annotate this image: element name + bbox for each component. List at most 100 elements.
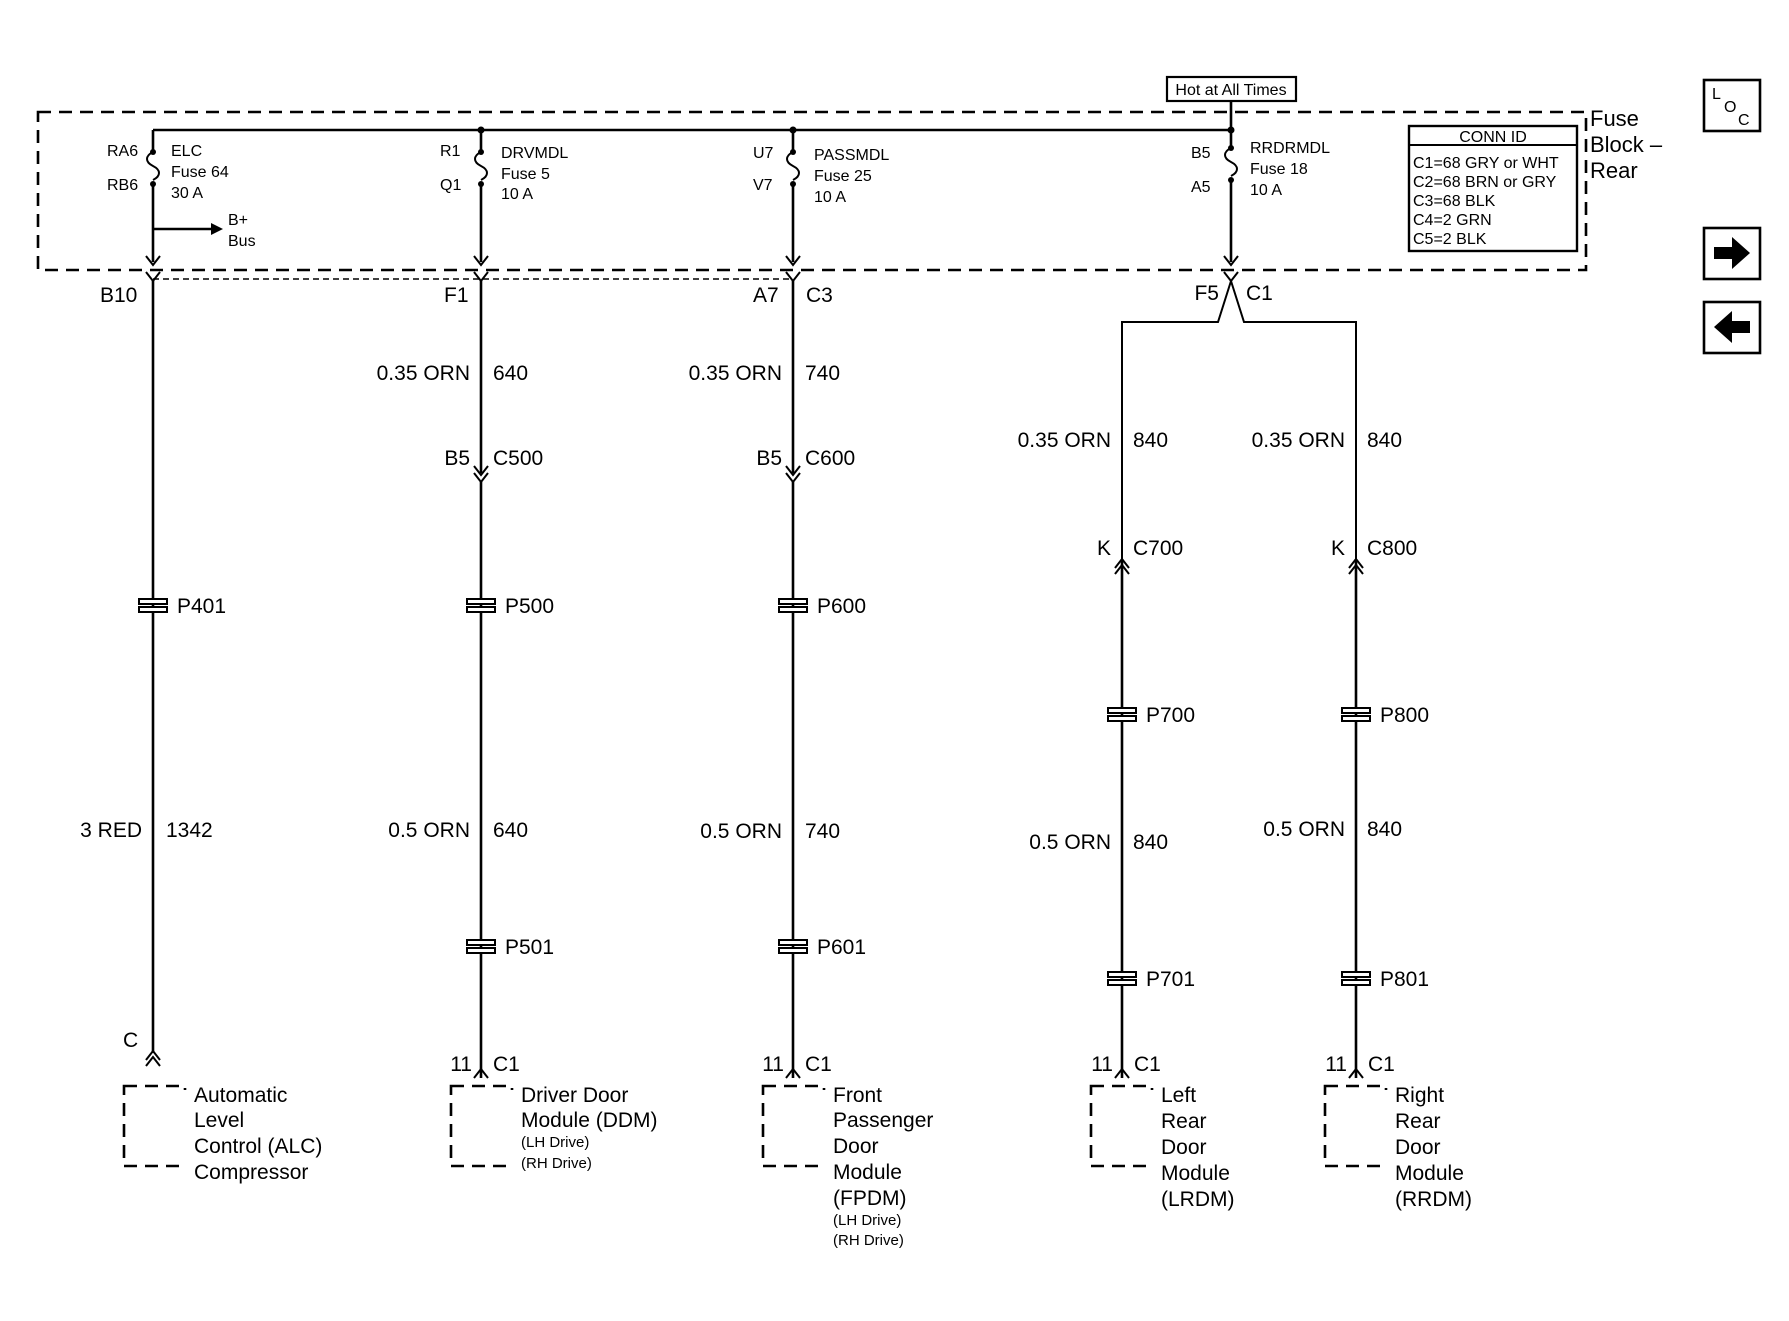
wire-column-ddm: F1 0.35 ORN 640 B5 C500 P500 0.5 ORN 640… bbox=[377, 271, 554, 1079]
svg-text:Automatic: Automatic bbox=[194, 1084, 287, 1107]
svg-text:P800: P800 bbox=[1380, 704, 1429, 727]
svg-text:640: 640 bbox=[493, 362, 528, 385]
svg-text:10 A: 10 A bbox=[501, 186, 533, 203]
svg-text:0.5 ORN: 0.5 ORN bbox=[388, 819, 470, 842]
svg-text:C1: C1 bbox=[493, 1053, 520, 1076]
svg-text:C700: C700 bbox=[1133, 537, 1183, 560]
svg-text:Module: Module bbox=[833, 1161, 902, 1184]
svg-text:F5: F5 bbox=[1194, 282, 1219, 305]
conn-id-row: C4=2 GRN bbox=[1413, 212, 1492, 229]
svg-text:P500: P500 bbox=[505, 595, 554, 618]
svg-text:10 A: 10 A bbox=[814, 189, 846, 206]
svg-text:P600: P600 bbox=[817, 595, 866, 618]
svg-text:DRVMDL: DRVMDL bbox=[501, 145, 568, 162]
svg-text:P701: P701 bbox=[1146, 968, 1195, 991]
svg-text:R1: R1 bbox=[440, 143, 461, 160]
svg-text:740: 740 bbox=[805, 362, 840, 385]
svg-text:Q1: Q1 bbox=[440, 177, 461, 194]
svg-text:(LH Drive): (LH Drive) bbox=[521, 1134, 589, 1151]
conn-id-row: C2=68 BRN or GRY bbox=[1413, 174, 1557, 191]
component-alc: Automatic Level Control (ALC) Compressor bbox=[122, 1084, 322, 1184]
svg-text:C1: C1 bbox=[1368, 1053, 1395, 1076]
svg-text:P700: P700 bbox=[1146, 704, 1195, 727]
conn-id-table: CONN ID C1=68 GRY or WHT C2=68 BRN or GR… bbox=[1407, 124, 1579, 253]
wire-column-lrdm: 0.35 ORN 840 K C700 P700 0.5 ORN 840 P70… bbox=[1018, 429, 1195, 1079]
loc-letter-c: C bbox=[1738, 112, 1750, 129]
svg-text:(RRDM): (RRDM) bbox=[1395, 1188, 1472, 1211]
svg-text:P401: P401 bbox=[177, 595, 226, 618]
component-ddm: Driver Door Module (DDM) (LH Drive) (RH … bbox=[449, 1084, 658, 1172]
svg-text:Level: Level bbox=[194, 1109, 244, 1132]
svg-text:C500: C500 bbox=[493, 447, 543, 470]
svg-text:P501: P501 bbox=[505, 936, 554, 959]
next-page-button[interactable] bbox=[1702, 226, 1762, 281]
conn-id-row: C5=2 BLK bbox=[1413, 231, 1487, 248]
wire-column-alc: B10 P401 3 RED 1342 C bbox=[80, 271, 226, 1067]
fuse-drvmdl: R1 Q1 DRVMDL Fuse 5 10 A bbox=[440, 130, 568, 267]
svg-text:Fuse 64: Fuse 64 bbox=[171, 164, 229, 181]
svg-text:Module (DDM): Module (DDM) bbox=[521, 1109, 658, 1132]
svg-text:Fuse 5: Fuse 5 bbox=[501, 166, 550, 183]
fuse-block-title-3: Rear bbox=[1590, 158, 1638, 183]
svg-text:(LH Drive): (LH Drive) bbox=[833, 1212, 901, 1229]
svg-text:B5: B5 bbox=[444, 447, 470, 470]
conn-id-title: CONN ID bbox=[1459, 129, 1527, 146]
svg-text:V7: V7 bbox=[753, 177, 773, 194]
svg-text:(RH Drive): (RH Drive) bbox=[833, 1232, 904, 1249]
svg-text:F1: F1 bbox=[444, 284, 469, 307]
svg-text:0.5 ORN: 0.5 ORN bbox=[1263, 818, 1345, 841]
svg-text:(LRDM): (LRDM) bbox=[1161, 1188, 1235, 1211]
svg-text:Door: Door bbox=[1161, 1136, 1207, 1159]
svg-text:Bus: Bus bbox=[228, 233, 256, 250]
fuse-rrdrmdl: B5 A5 RRDRMDL Fuse 18 10 A bbox=[1191, 130, 1330, 267]
svg-text:C600: C600 bbox=[805, 447, 855, 470]
svg-text:11: 11 bbox=[450, 1053, 472, 1076]
hot-label: Hot at All Times bbox=[1175, 82, 1286, 99]
svg-text:Driver Door: Driver Door bbox=[521, 1084, 628, 1107]
svg-text:Passenger: Passenger bbox=[833, 1109, 933, 1132]
svg-text:(FPDM): (FPDM) bbox=[833, 1187, 906, 1210]
svg-text:1342: 1342 bbox=[166, 819, 213, 842]
wire-column-fpdm: A7 C3 0.35 ORN 740 B5 C600 P600 0.5 ORN … bbox=[689, 271, 866, 1079]
svg-text:11: 11 bbox=[762, 1053, 784, 1076]
svg-text:Fuse 25: Fuse 25 bbox=[814, 168, 872, 185]
svg-text:K: K bbox=[1097, 537, 1111, 560]
svg-text:3 RED: 3 RED bbox=[80, 819, 142, 842]
svg-text:B5: B5 bbox=[1191, 145, 1211, 162]
svg-text:C1: C1 bbox=[1246, 282, 1273, 305]
b-plus-bus: B+ Bus bbox=[153, 212, 256, 250]
previous-page-button[interactable] bbox=[1702, 300, 1762, 355]
component-fpdm: Front Passenger Door Module (FPDM) (LH D… bbox=[761, 1084, 933, 1249]
svg-text:B10: B10 bbox=[100, 284, 137, 307]
arrow-right-icon bbox=[1714, 237, 1750, 269]
svg-text:C3: C3 bbox=[806, 284, 833, 307]
svg-text:0.35 ORN: 0.35 ORN bbox=[1252, 429, 1345, 452]
fuse-block-title-2: Block – bbox=[1590, 132, 1663, 157]
fuse-block-title-1: Fuse bbox=[1590, 106, 1639, 131]
svg-text:11: 11 bbox=[1325, 1053, 1347, 1076]
svg-text:Module: Module bbox=[1161, 1162, 1230, 1185]
loc-letter-l: L bbox=[1712, 86, 1721, 103]
svg-text:0.35 ORN: 0.35 ORN bbox=[689, 362, 782, 385]
svg-text:PASSMDL: PASSMDL bbox=[814, 147, 889, 164]
loc-letter-o: O bbox=[1724, 99, 1736, 116]
svg-text:P801: P801 bbox=[1380, 968, 1429, 991]
svg-text:11: 11 bbox=[1091, 1053, 1113, 1076]
svg-text:Module: Module bbox=[1395, 1162, 1464, 1185]
svg-text:840: 840 bbox=[1367, 818, 1402, 841]
svg-text:0.5 ORN: 0.5 ORN bbox=[1029, 831, 1111, 854]
svg-text:P601: P601 bbox=[817, 936, 866, 959]
location-button[interactable]: L O C bbox=[1702, 78, 1762, 133]
svg-text:10 A: 10 A bbox=[1250, 182, 1282, 199]
svg-text:K: K bbox=[1331, 537, 1345, 560]
fuse-passmdl: U7 V7 PASSMDL Fuse 25 10 A bbox=[753, 130, 889, 267]
svg-text:A7: A7 bbox=[753, 284, 779, 307]
svg-text:840: 840 bbox=[1133, 429, 1168, 452]
svg-text:Compressor: Compressor bbox=[194, 1161, 308, 1184]
fuse-block-outline bbox=[36, 110, 1588, 272]
svg-text:ELC: ELC bbox=[171, 143, 202, 160]
svg-text:0.5 ORN: 0.5 ORN bbox=[700, 820, 782, 843]
component-rrdm: Right Rear Door Module (RRDM) bbox=[1323, 1084, 1472, 1211]
svg-text:Right: Right bbox=[1395, 1084, 1444, 1107]
